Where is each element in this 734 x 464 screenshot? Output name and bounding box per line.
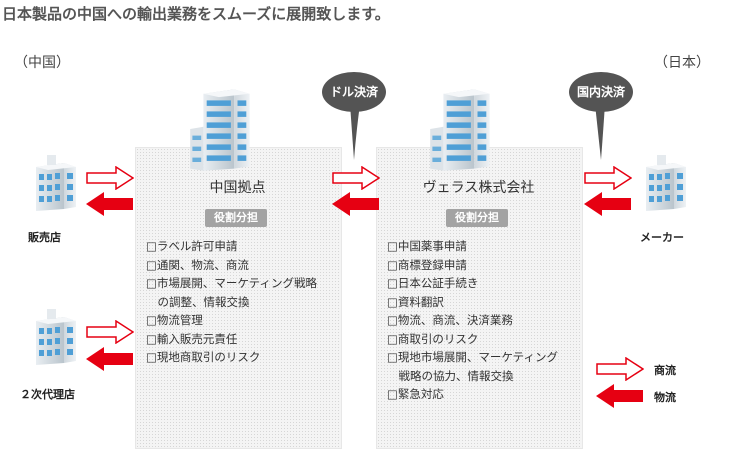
- list-item: □現地市場展開、マーケティング: [387, 350, 558, 364]
- legend-physical-label: 物流: [654, 391, 676, 404]
- commercial-flow-arrow-icon: [584, 166, 632, 190]
- physical-flow-arrow-icon: [332, 192, 380, 216]
- list-item: □現地商取引のリスク: [146, 350, 261, 364]
- maker-label: メーカー: [640, 231, 684, 244]
- sub-agent-building-icon: [30, 306, 80, 368]
- list-item: □物流、商流、決済業務: [387, 313, 513, 327]
- list-item: □商取引のリスク: [387, 331, 479, 346]
- list-item: □商標登録申請: [387, 257, 467, 272]
- china-base-panel: [135, 147, 342, 449]
- legend-commercial-arrow-icon: [596, 357, 644, 381]
- china-base-title: 中国拠点: [209, 180, 266, 196]
- list-item: 戦略の協力、情報交換: [387, 368, 514, 383]
- commercial-flow-arrow-icon: [86, 320, 134, 344]
- list-item: □緊急対応: [387, 387, 444, 401]
- veras-building-icon: [428, 84, 494, 174]
- list-item: □市場展開、マーケティング戦略: [146, 276, 317, 290]
- page-title: 日本製品の中国への輸出業務をスムーズに展開致します。: [2, 5, 390, 23]
- physical-flow-arrow-icon: [86, 347, 134, 371]
- list-item: □中国薬事申請: [387, 239, 467, 253]
- domestic-bubble-tail-icon: [595, 104, 605, 160]
- legend-physical-arrow-icon: [596, 384, 644, 408]
- retailer-label: 販売店: [28, 231, 61, 244]
- list-item: □輸入販売元責任: [146, 331, 238, 346]
- region-label-japan: （日本）: [654, 55, 710, 71]
- region-label-china: （中国）: [14, 55, 70, 71]
- maker-building-icon: [640, 152, 690, 214]
- veras-title: ヴェラス株式会社: [422, 180, 535, 196]
- sub-agent-label: ２次代理店: [20, 388, 75, 401]
- list-item: □物流管理: [146, 313, 203, 327]
- physical-flow-arrow-icon: [584, 192, 632, 216]
- domestic-settlement-bubble: 国内決済: [569, 72, 633, 112]
- china-base-building-icon: [188, 84, 254, 174]
- list-item: □資料翻訳: [387, 294, 444, 309]
- list-item: の調整、情報交換: [146, 294, 250, 309]
- commercial-flow-arrow-icon: [332, 166, 380, 190]
- china-base-task-list: □ラベル許可申請 □通関、物流、商流 □市場展開、マーケティング戦略 の調整、情…: [146, 237, 317, 367]
- commercial-flow-arrow-icon: [86, 166, 134, 190]
- veras-role-label: 役割分担: [446, 209, 508, 227]
- list-item: □通関、物流、商流: [146, 257, 249, 272]
- veras-panel: [376, 147, 583, 449]
- list-item: □ラベル許可申請: [146, 239, 238, 253]
- physical-flow-arrow-icon: [86, 192, 134, 216]
- china-base-role-label: 役割分担: [205, 209, 267, 227]
- retailer-building-icon: [30, 152, 80, 214]
- dollar-settlement-bubble: ドル決済: [322, 72, 386, 112]
- legend-commercial-label: 商流: [654, 364, 676, 377]
- veras-task-list: □中国薬事申請 □商標登録申請 □日本公証手続き □資料翻訳 □物流、商流、決済…: [387, 237, 558, 404]
- list-item: □日本公証手続き: [387, 276, 479, 290]
- dollar-bubble-tail-icon: [350, 104, 360, 160]
